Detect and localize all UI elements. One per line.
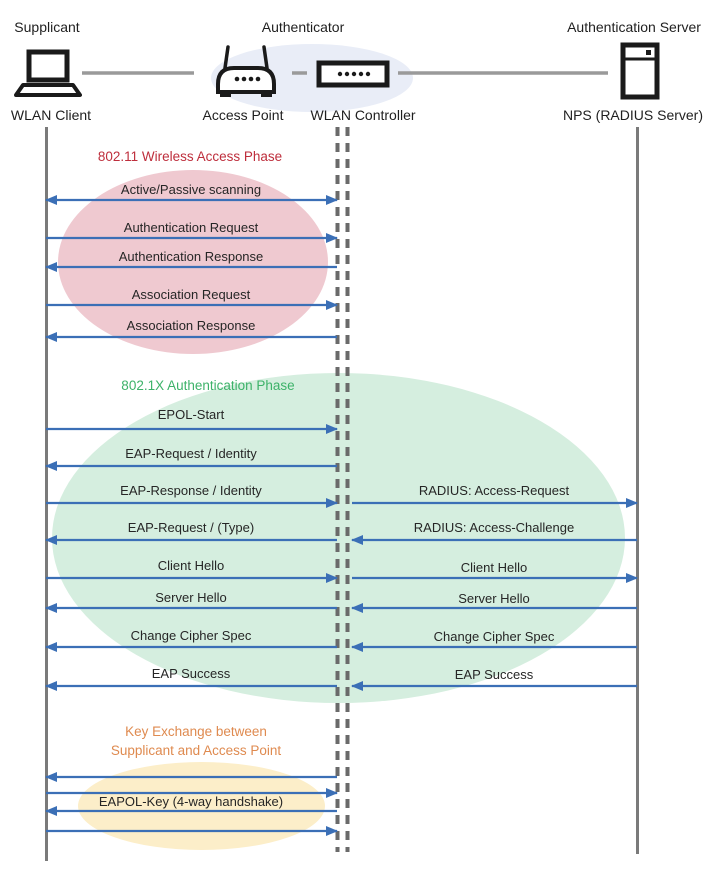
message-label: EAP Success — [454, 667, 534, 682]
wlan-controller-icon — [316, 60, 390, 88]
role-authentication-server: Authentication Server — [567, 19, 701, 35]
message-label: Client Hello — [157, 558, 225, 573]
message-label: Client Hello — [460, 560, 528, 575]
phase-title-key-exchange: Key Exchange between Supplicant and Acce… — [110, 724, 282, 758]
message-label: EAP Success — [151, 666, 231, 681]
message-label: EAP-Response / Identity — [120, 483, 262, 498]
phase-title-wireless-access: 802.11 Wireless Access Phase — [97, 149, 283, 164]
message-label: Association Response — [126, 318, 256, 333]
device-access-point: Access Point — [202, 107, 284, 123]
laptop-icon — [14, 49, 82, 97]
phase-title-dot1x-authentication: 802.1X Authentication Phase — [121, 378, 295, 393]
message-label: Change Cipher Spec — [433, 629, 555, 644]
message-label: EPOL-Start — [157, 407, 225, 422]
message-label: EAP-Request / Identity — [125, 446, 257, 461]
device-wlan-controller: WLAN Controller — [310, 107, 416, 123]
message-label: RADIUS: Access-Request — [418, 483, 570, 498]
message-arrows — [45, 195, 638, 836]
message-label: EAP-Request / (Type) — [127, 520, 255, 535]
message-label: Association Request — [131, 287, 251, 302]
device-wlan-client: WLAN Client — [10, 107, 92, 123]
message-label: EAPOL-Key (4-way handshake) — [98, 794, 284, 809]
message-label: RADIUS: Access-Challenge — [413, 520, 575, 535]
message-label: Server Hello — [155, 590, 227, 605]
access-point-icon — [216, 45, 276, 97]
server-icon — [620, 42, 660, 100]
message-label: Change Cipher Spec — [130, 628, 252, 643]
role-authenticator: Authenticator — [261, 19, 345, 35]
message-label: Active/Passive scanning — [120, 182, 262, 197]
role-supplicant: Supplicant — [14, 19, 80, 35]
message-label: Authentication Request — [123, 220, 259, 235]
device-nps-radius-server: NPS (RADIUS Server) — [562, 107, 704, 123]
message-label: Server Hello — [458, 591, 530, 606]
message-label: Authentication Response — [118, 249, 264, 264]
